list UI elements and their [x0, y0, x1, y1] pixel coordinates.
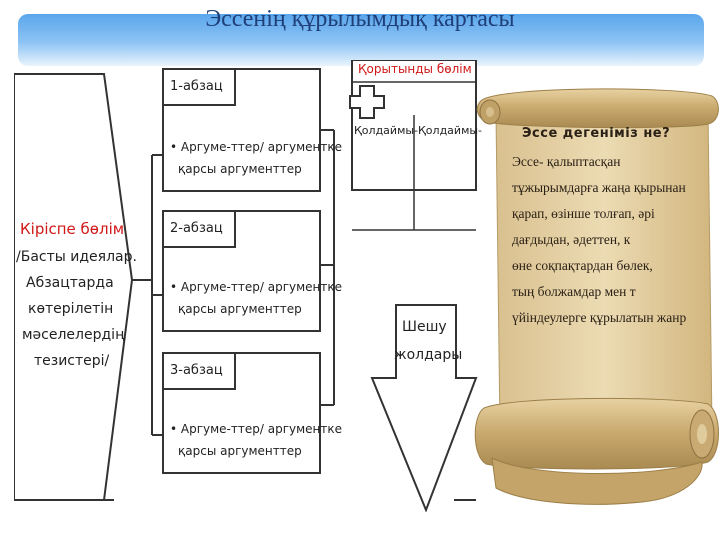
- intro-line: Абзацтарда: [26, 275, 114, 291]
- scroll-line: қарап, өзінше толғап, әрі: [512, 206, 655, 221]
- parchment-scroll: [474, 88, 719, 505]
- paragraph-bullet: • Аргуме-ттер/ аргументке: [170, 422, 343, 436]
- paragraph-label: 2-абзац: [170, 221, 223, 236]
- conclusion-heading: Қорытынды бөлім: [358, 62, 472, 76]
- paragraph-bullet-cont: қарсы аргументтер: [178, 302, 302, 316]
- paragraph-bullet-cont: қарсы аргументтер: [178, 162, 302, 176]
- intro-arrow-shape: [14, 73, 134, 501]
- intro-line: тезистері/: [34, 353, 110, 369]
- paragraph-bullet: • Аргуме-ттер/ аргументке: [170, 280, 343, 294]
- title-banner: [18, 14, 704, 66]
- support-column-left: Қолдаймы-: [354, 124, 419, 137]
- intro-line: көтерілетін: [28, 301, 114, 317]
- essay-structure-diagram: Кіріспе бөлім /Басты идеялар. Абзацтарда…: [14, 60, 482, 512]
- scroll-line: тың болжамдар мен т: [512, 284, 636, 299]
- scroll-line: Эссе- қалыптасқан: [512, 154, 621, 169]
- scroll-line: өне соқпақтардан бөлек,: [512, 258, 653, 273]
- scroll-line: тұжырымдарға жаңа қырынан: [512, 180, 686, 195]
- diagram-lines: [14, 60, 478, 512]
- intro-line: /Басты идеялар.: [16, 249, 137, 265]
- scroll-line: үйіндеулерге құрылатын жанр: [512, 310, 687, 325]
- paragraph-bullet-cont: қарсы аргументтер: [178, 444, 302, 458]
- paragraph-box-3: 3-абзац • Аргуме-ттер/ аргументке қарсы …: [162, 352, 342, 474]
- plus-icon: [349, 85, 385, 119]
- intro-line: мәселелердің: [22, 327, 125, 343]
- intro-heading: Кіріспе бөлім: [20, 220, 125, 238]
- arrow-label: жолдары: [394, 347, 463, 363]
- paragraph-box-2: 2-абзац • Аргуме-ттер/ аргументке қарсы …: [162, 210, 342, 332]
- scroll-line: дағдыдан, әдеттен, к: [512, 232, 631, 247]
- paragraph-bullet: • Аргуме-ттер/ аргументке: [170, 140, 343, 154]
- paragraph-label: 1-абзац: [170, 79, 223, 94]
- page-title: Эссенің құрылымдық картасы: [205, 6, 515, 32]
- scroll-heading: Эссе дегеніміз не?: [522, 126, 671, 141]
- solutions-down-arrow: [370, 304, 478, 512]
- arrow-label: Шешу: [402, 319, 447, 335]
- support-column-right: Қолдаймы-: [418, 124, 483, 137]
- paragraph-box-1: 1-абзац • Аргуме-ттер/ аргументке қарсы …: [162, 68, 342, 192]
- paragraph-label: 3-абзац: [170, 363, 223, 378]
